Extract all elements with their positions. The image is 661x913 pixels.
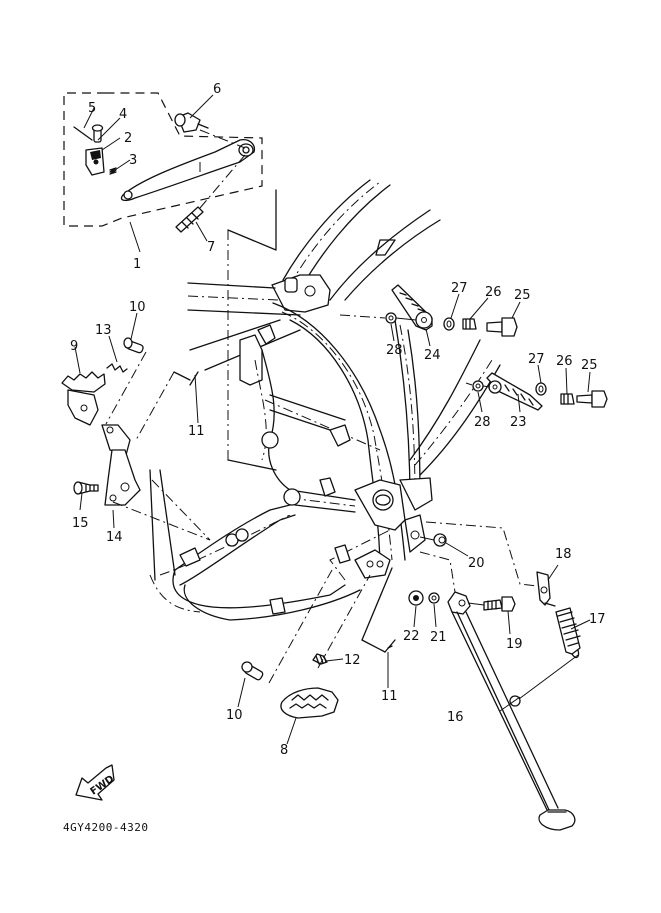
callout-26-lower: 26 (556, 354, 573, 369)
callout-15: 15 (72, 516, 89, 531)
callout-13: 13 (95, 323, 112, 338)
fwd-arrow-icon: FWD (75, 764, 116, 801)
callout-21: 21 (430, 630, 447, 645)
callout-6: 6 (213, 82, 221, 97)
callout-3: 3 (129, 153, 137, 168)
frame (149, 179, 501, 621)
callout-8: 8 (280, 743, 288, 758)
callout-7: 7 (207, 240, 215, 255)
callout-10-upper: 10 (129, 300, 146, 315)
callout-28-lower: 28 (474, 415, 491, 430)
callout-12: 12 (344, 653, 361, 668)
callout-20: 20 (468, 556, 485, 571)
brake-pedal-group-outline (63, 92, 263, 227)
callout-25-lower: 25 (581, 358, 598, 373)
callout-4: 4 (119, 107, 127, 122)
callout-16: 16 (447, 710, 464, 725)
callout-24: 24 (424, 348, 441, 363)
callout-19: 19 (506, 637, 523, 652)
passenger-footrests (339, 284, 608, 411)
callout-23: 23 (510, 415, 527, 430)
leader-lines (74, 94, 591, 745)
left-footrest (61, 337, 211, 541)
callout-27-upper: 27 (451, 281, 468, 296)
callout-11-upper: 11 (188, 424, 205, 439)
diagram-code: 4GY4200-4320 (63, 821, 148, 834)
right-footrest (173, 371, 396, 719)
callout-18: 18 (555, 547, 572, 562)
callout-11-lower: 11 (381, 689, 398, 704)
callout-27-lower: 27 (528, 352, 545, 367)
callout-17: 17 (589, 612, 606, 627)
callout-26-upper: 26 (485, 285, 502, 300)
brake-pedal (73, 112, 256, 233)
callout-1: 1 (133, 257, 141, 272)
callout-5: 5 (88, 101, 96, 116)
callout-14: 14 (106, 530, 123, 545)
callout-labels: 1 2 3 4 5 6 7 8 9 10 10 11 11 12 13 14 1… (70, 82, 606, 758)
callout-28-upper: 28 (386, 343, 403, 358)
sidestand (408, 521, 581, 831)
callout-9: 9 (70, 339, 78, 354)
callout-2: 2 (124, 131, 132, 146)
callout-10-lower: 10 (226, 708, 243, 723)
callout-22: 22 (403, 629, 420, 644)
callout-25-upper: 25 (514, 288, 531, 303)
